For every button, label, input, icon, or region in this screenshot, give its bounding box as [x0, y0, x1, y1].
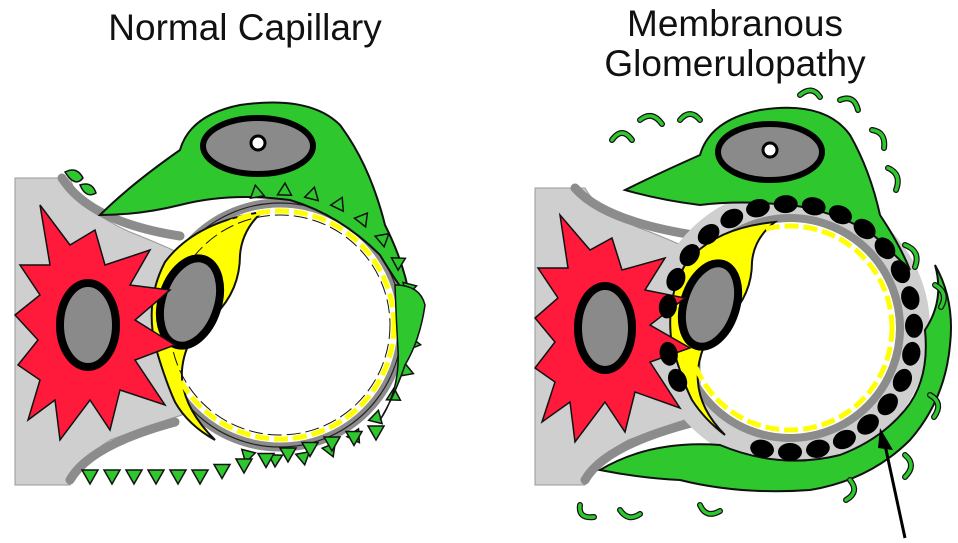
foot-process [148, 470, 164, 484]
mesangial-nucleus [578, 286, 632, 370]
podocyte-nucleolus [763, 143, 777, 157]
deposit-arrow [885, 445, 905, 538]
mesangial-nucleus [60, 283, 116, 367]
foot-process [368, 426, 384, 440]
normal-panel [15, 103, 425, 486]
foot-process [126, 470, 142, 484]
foot-process [170, 470, 186, 484]
foot-process [236, 459, 252, 473]
foot-process [296, 452, 310, 465]
immune-deposit [778, 443, 802, 461]
podocyte-nucleolus [251, 136, 265, 150]
podocyte-fragment [80, 184, 96, 195]
foot-process [214, 465, 230, 479]
foot-process [192, 470, 208, 484]
foot-process [82, 470, 98, 484]
membranous-panel [535, 90, 951, 538]
foot-process [104, 470, 120, 484]
